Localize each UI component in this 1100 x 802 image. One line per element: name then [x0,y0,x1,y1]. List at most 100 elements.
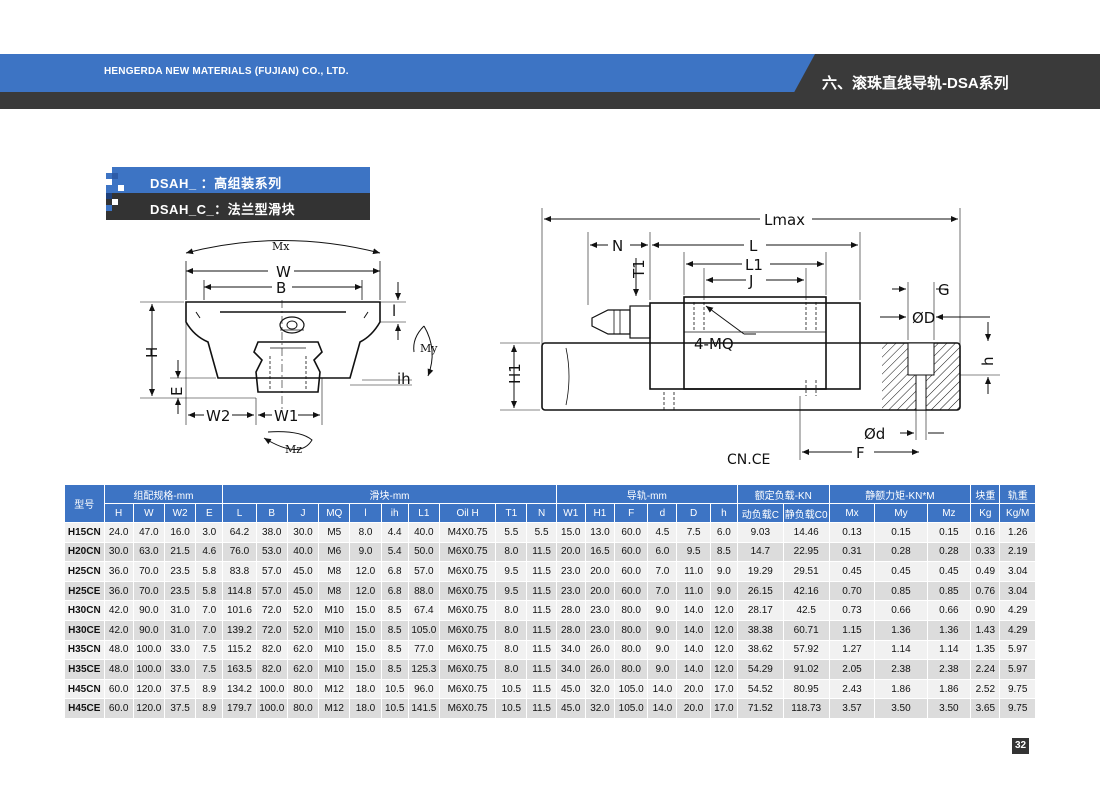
table-cell: 72.0 [255,600,288,621]
table-cell: 29.51 [782,561,830,582]
column-header: L1 [407,503,440,523]
table-cell: 42.0 [103,619,134,641]
table-cell: 80.0 [613,600,649,621]
table-cell: 11.5 [526,678,557,700]
table-cell: M6X0.75 [438,580,497,602]
table-cell: M6X0.75 [438,619,497,641]
table-cell: 1.36 [926,619,972,641]
table-cell: 80.0 [286,678,320,700]
column-header: E [195,503,224,523]
table-cell: 17.0 [709,698,738,719]
table-cell: 21.5 [163,541,197,563]
table-cell: 8.5 [380,619,409,641]
table-cell: 7.0 [195,619,224,641]
flange-label: DSAH_C_：法兰型滑块 [150,202,296,217]
table-cell: M6X0.75 [438,659,497,680]
table-cell: 9.0 [647,639,678,661]
table-cell: M6X0.75 [438,600,497,621]
model-cell: H25CE [64,580,105,602]
table-cell: 8.5 [380,639,409,661]
column-header: d [647,503,678,523]
l-label: L [749,237,758,255]
column-header: Oil H [438,503,497,523]
table-cell: 71.52 [736,698,784,719]
table-cell: 1.86 [926,678,972,700]
table-cell: 9.5 [676,541,711,563]
table-cell: 2.05 [828,659,876,680]
table-cell: 26.15 [736,580,784,602]
table-cell: 31.0 [163,619,197,641]
model-cell: H35CN [64,639,105,661]
table-cell: 4.4 [380,522,409,543]
table-cell: 10.5 [495,678,528,700]
table-cell: 11.0 [676,580,711,602]
table-cell: 1.14 [926,639,972,661]
table-cell: 1.27 [828,639,876,661]
table-cell: 100.0 [132,639,165,661]
table-cell: 5.8 [195,580,224,602]
table-cell: 11.5 [526,600,557,621]
table-cell: 17.0 [709,678,738,700]
table-cell: 0.15 [874,522,928,543]
table-cell: 23.5 [163,561,197,582]
table-cell: 12.0 [709,619,738,641]
w2-label: W2 [206,407,230,425]
table-cell: 42.0 [103,600,134,621]
section-tab [785,54,1100,109]
table-cell: 0.33 [970,541,1001,563]
table-cell: 0.73 [828,600,876,621]
mx-label: Mx [272,240,290,253]
table-cell: 114.8 [222,580,257,602]
table-cell: 14.0 [676,619,711,641]
table-cell: 13.0 [584,522,616,543]
checker-decoration [112,173,118,179]
checker-decoration [112,199,118,205]
table-cell: 57.0 [255,580,288,602]
table-cell: M10 [318,600,351,621]
table-cell: 15.0 [349,659,382,680]
table-cell: 2.52 [970,678,1001,700]
group-block: 滑块-mm [222,484,557,504]
table-cell: 1.43 [970,619,1001,641]
column-header: 静负载C0 [782,503,830,523]
table-cell: 14.7 [736,541,784,563]
table-cell: M4X0.75 [438,522,497,543]
table-cell: 5.97 [999,639,1036,661]
table-cell: 5.4 [380,541,409,563]
table-cell: 8.5 [380,659,409,680]
table-cell: 8.0 [495,659,528,680]
table-cell: 38.38 [736,619,784,641]
table-cell: M6X0.75 [438,698,497,719]
table-cell: M10 [318,639,351,661]
table-cell: 28.0 [555,619,586,641]
table-cell: 23.5 [163,580,197,602]
table-cell: 105.0 [407,619,440,641]
column-header: Mz [926,503,972,523]
f-label: F [856,444,865,462]
table-cell: 62.0 [286,659,320,680]
table-cell: 115.2 [222,639,257,661]
mq-label: 4-MQ [694,335,734,353]
table-cell: 26.0 [584,659,616,680]
column-header: Kg [970,503,1001,523]
table-cell: 4.29 [999,600,1036,621]
column-header: Mx [828,503,876,523]
table-cell: M12 [318,678,351,700]
table-cell: 4.29 [999,619,1036,641]
column-header: 动负载C [736,503,784,523]
table-cell: 2.38 [926,659,972,680]
table-cell: 52.0 [286,619,320,641]
table-cell: 82.0 [255,659,288,680]
table-cell: 14.0 [676,659,711,680]
table-cell: 0.28 [926,541,972,563]
table-cell: 57.0 [255,561,288,582]
group-rail: 导轨-mm [555,484,738,504]
table-cell: 11.5 [526,541,557,563]
table-cell: 42.5 [782,600,830,621]
l-small-label: l [392,302,396,320]
table-cell: 50.0 [407,541,440,563]
group-rail-weight: 轨重 [999,484,1036,504]
table-cell: 23.0 [555,580,586,602]
